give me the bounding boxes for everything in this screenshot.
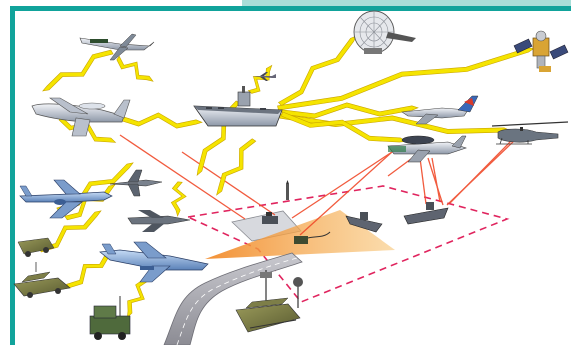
lightning-link	[281, 102, 419, 119]
radio-truck-icon	[89, 296, 131, 340]
ground-vehicle-icon	[17, 237, 55, 257]
uav-drone-icon	[79, 33, 155, 61]
tank-icon	[235, 297, 301, 333]
patrol-boat-icon	[403, 202, 449, 225]
command-aircraft-icon	[31, 97, 131, 137]
lightning-link	[278, 35, 358, 106]
lightning-link	[216, 138, 257, 196]
satellite-icon	[513, 30, 569, 72]
fighter-jet-icon	[401, 95, 479, 125]
attack-jet-icon	[109, 169, 163, 197]
lightning-link	[277, 47, 535, 111]
surveillance-aircraft-icon	[99, 241, 209, 283]
warship-icon	[345, 212, 383, 233]
lightning-link	[119, 112, 203, 129]
frame-top	[10, 6, 571, 11]
lightning-link	[42, 49, 114, 92]
aircraft-carrier-icon	[193, 86, 283, 127]
frame	[10, 0, 571, 345]
engagement-zone-outline	[185, 185, 510, 303]
frame-left	[10, 6, 15, 345]
awacs-aircraft-icon	[387, 135, 467, 163]
missile-icon	[286, 180, 289, 200]
command-truck-icon	[13, 262, 71, 298]
radar-site-icon	[260, 270, 303, 308]
lightning-link	[116, 55, 154, 82]
top-band	[242, 0, 571, 6]
ground-vehicle-icon	[294, 231, 331, 244]
lightning-link	[64, 184, 116, 221]
patrol-aircraft-icon	[19, 179, 113, 219]
lightning-link	[170, 181, 187, 217]
attack-jet-icon	[127, 210, 191, 232]
communication-links	[38, 35, 535, 319]
satellite-dish-icon	[353, 10, 416, 54]
fighter-jet-icon	[252, 72, 276, 81]
road	[163, 252, 303, 345]
ground-station-icon	[262, 212, 278, 224]
helicopter-icon	[491, 121, 569, 145]
lightning-link	[126, 278, 149, 319]
lightning-link	[247, 64, 273, 94]
